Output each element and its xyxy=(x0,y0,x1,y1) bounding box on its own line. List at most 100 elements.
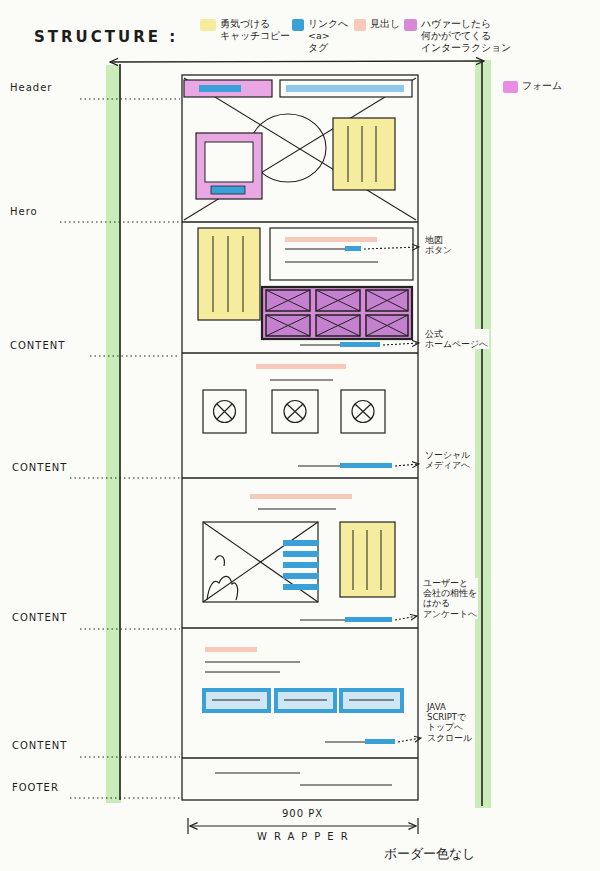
callout-arrow xyxy=(398,738,421,742)
image-thumb xyxy=(214,401,236,423)
hero-image-placeholder xyxy=(184,78,416,220)
callout-note: 地図 ボタン xyxy=(424,235,453,255)
legend-text: リンクへ <a>タグ xyxy=(308,18,348,54)
link-button xyxy=(204,690,269,711)
catchcopy-block xyxy=(376,126,377,182)
heading-line xyxy=(270,380,333,381)
link-button xyxy=(349,700,394,701)
image-placeholder xyxy=(203,522,318,602)
callout-arrow xyxy=(364,247,421,742)
catchcopy-block xyxy=(340,522,395,597)
dimension-arrow xyxy=(190,825,416,826)
text-block xyxy=(285,262,378,263)
hero-image-placeholder xyxy=(184,78,416,220)
link-list xyxy=(283,584,319,590)
hover-grid xyxy=(262,287,412,339)
text-block xyxy=(270,228,413,280)
link-line xyxy=(325,742,365,743)
wrapper-frame xyxy=(182,477,418,478)
catchcopy-block xyxy=(243,236,244,312)
link-line xyxy=(298,463,392,468)
link-list xyxy=(283,573,319,579)
link-button xyxy=(284,700,327,701)
section-leader xyxy=(60,99,180,798)
wrapper-frame xyxy=(182,627,418,628)
legend-swatch xyxy=(200,19,216,31)
legend-swatch xyxy=(404,19,417,31)
legend-item: ハヴァーしたら 何かがでてくる インターラクション xyxy=(404,18,511,54)
catchcopy-block xyxy=(362,126,363,182)
image-thumb xyxy=(284,401,306,423)
image-thumb xyxy=(287,404,303,419)
heading-line xyxy=(256,364,346,369)
catchcopy-block xyxy=(340,522,395,597)
border-note: ボーダー色なし xyxy=(384,846,475,862)
heading-line xyxy=(250,494,352,499)
legend-item: 勇気づける キャッチコピー xyxy=(200,18,290,42)
image-placeholder xyxy=(215,556,224,566)
green-guide-bar xyxy=(119,64,121,800)
hero-form xyxy=(196,133,262,199)
dimension-arrow xyxy=(417,818,418,834)
link-list xyxy=(283,540,319,546)
image-thumb xyxy=(352,401,374,423)
hero-image-placeholder xyxy=(184,78,416,220)
green-guide-bar xyxy=(481,60,483,806)
text-block xyxy=(285,237,377,242)
hover-grid xyxy=(262,287,412,339)
heading-line xyxy=(205,647,300,672)
section-label: Header xyxy=(10,82,52,94)
image-placeholder xyxy=(207,576,238,600)
section-leader xyxy=(90,355,180,356)
header-nav xyxy=(199,85,241,92)
link-button xyxy=(212,700,260,701)
heading-line xyxy=(205,662,300,663)
image-thumb xyxy=(203,390,246,433)
heading-line xyxy=(258,509,336,510)
section-leader xyxy=(70,797,180,798)
link-button xyxy=(276,690,335,711)
link-button xyxy=(204,690,402,711)
legend-text: 見出し xyxy=(370,18,400,30)
section-label: CONTENT xyxy=(10,340,65,352)
link-line xyxy=(300,345,340,346)
callout-note: ソーシャル メディアへ xyxy=(424,450,471,470)
legend-text: フォーム xyxy=(522,80,562,92)
wrapper-frame xyxy=(182,757,418,758)
wrapper-frame xyxy=(182,221,418,222)
section-leader xyxy=(80,756,180,757)
catchcopy-block xyxy=(353,530,354,590)
link-line xyxy=(340,463,392,468)
section-label: CONTENT xyxy=(12,740,67,752)
callout-note: ユーザーと 会社の相性を はかる アンケートへ xyxy=(422,578,478,619)
catchcopy-block xyxy=(213,236,214,312)
section-leader xyxy=(80,98,180,99)
legend-item: フォーム xyxy=(503,80,562,93)
dimension-arrow xyxy=(187,818,188,834)
callout-note: 公式 ホームページへ xyxy=(424,329,489,349)
catchcopy-block xyxy=(367,530,368,590)
heading-line xyxy=(205,647,257,652)
hero-form xyxy=(211,186,245,194)
link-list xyxy=(283,562,319,568)
text-block xyxy=(270,228,413,280)
hero-form xyxy=(196,133,262,199)
heading-line xyxy=(256,364,346,380)
header-nav xyxy=(286,85,404,92)
link-line xyxy=(340,342,380,347)
header-nav xyxy=(280,80,412,97)
catchcopy-block xyxy=(198,228,260,320)
image-placeholder xyxy=(203,522,318,602)
link-line xyxy=(365,739,395,744)
callout-arrow xyxy=(395,616,417,620)
green-guide-bar xyxy=(475,60,491,808)
callout-arrow xyxy=(364,247,419,249)
wrapper-frame xyxy=(182,75,418,800)
image-thumb xyxy=(355,404,371,419)
text-block xyxy=(345,246,361,251)
green-guide-bar xyxy=(106,65,121,803)
link-line xyxy=(300,342,380,347)
